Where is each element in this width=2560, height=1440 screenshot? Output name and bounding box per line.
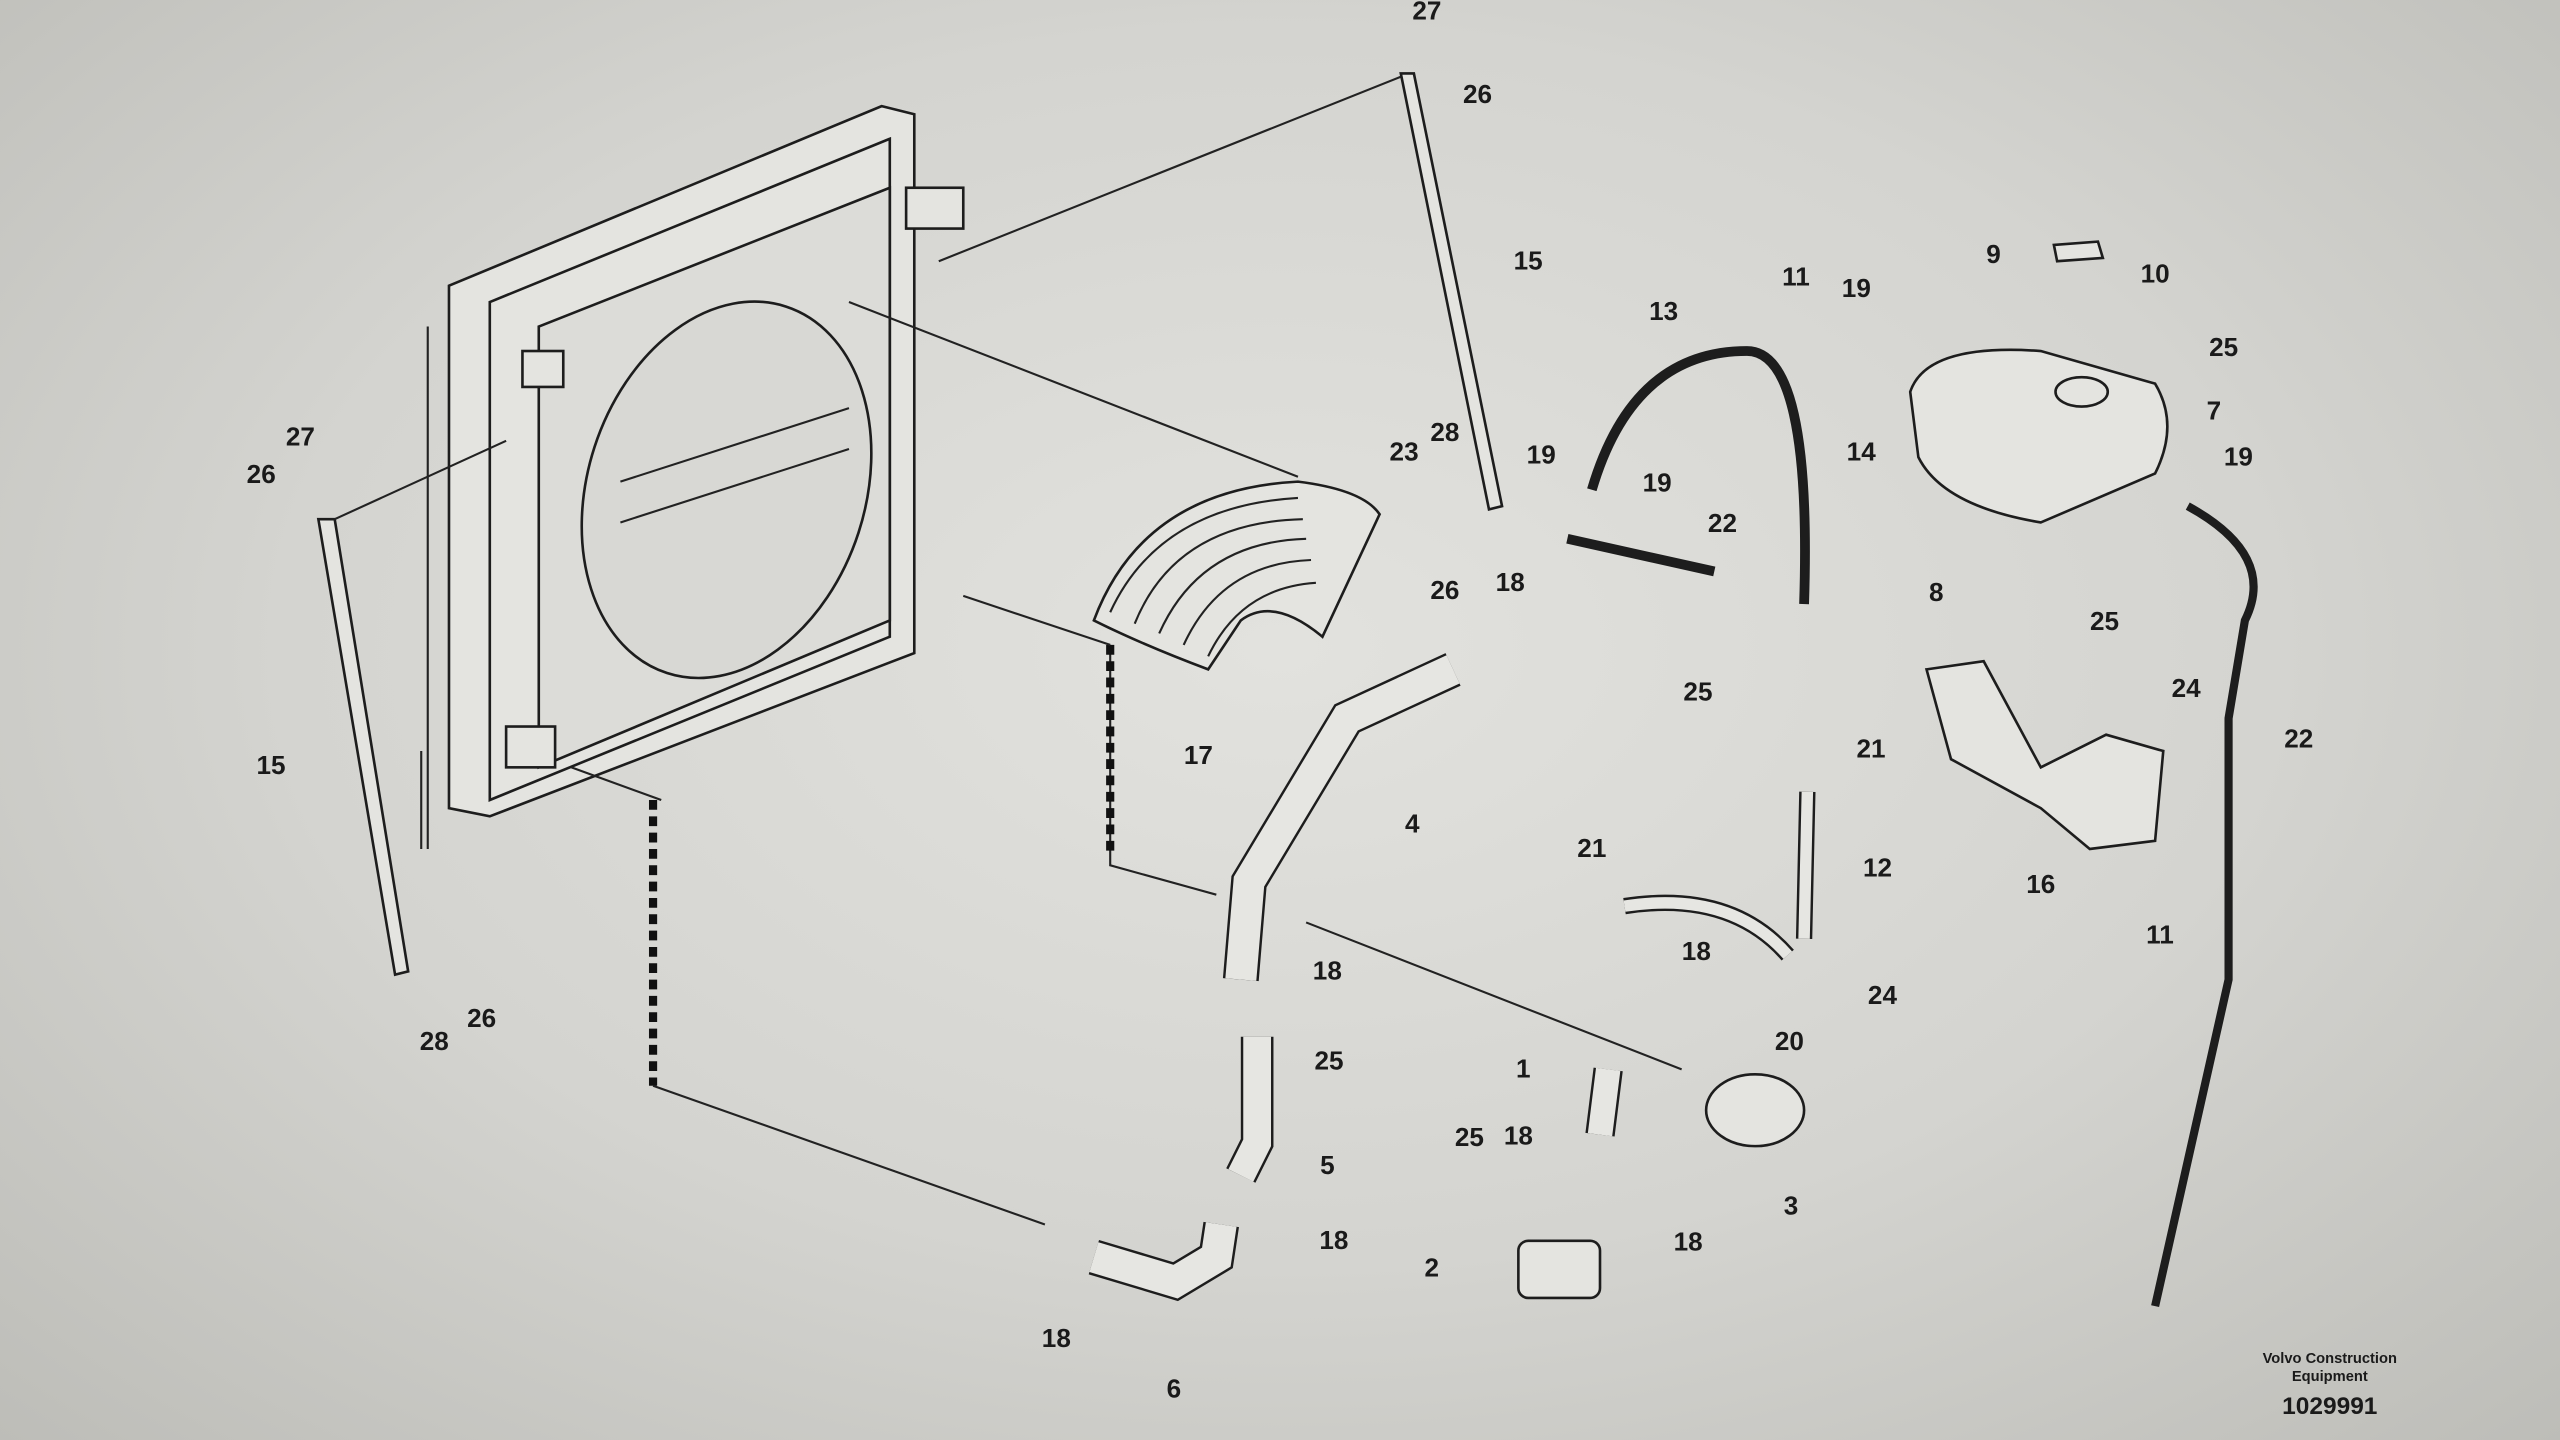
callout-label: 22 — [2284, 724, 2313, 754]
company-name-line1: Volvo Construction — [2263, 1351, 2397, 1367]
callout-label: 18 — [1682, 936, 1711, 966]
callout-label: 18 — [1504, 1120, 1533, 1150]
callout-label: 27 — [1412, 0, 1441, 26]
callout-label: 11 — [1782, 262, 1810, 292]
callout-label: 19 — [2224, 441, 2253, 471]
callout-label: 24 — [2172, 673, 2202, 703]
callout-label: 1 — [1516, 1054, 1531, 1084]
callout-label: 10 — [2141, 258, 2170, 288]
callout-label: 28 — [1430, 417, 1459, 447]
callout-label: 18 — [1674, 1227, 1703, 1257]
callout-label: 12 — [1863, 853, 1892, 883]
callout-label: 11 — [2146, 920, 2174, 950]
callout-label: 7 — [2207, 396, 2222, 426]
stay-rods — [316, 72, 1504, 977]
callout-label: 18 — [1313, 956, 1342, 986]
callout-label: 25 — [2209, 332, 2238, 362]
callout-label: 8 — [1929, 577, 1944, 607]
callout-label: 26 — [1430, 575, 1459, 605]
callout-label: 18 — [1042, 1323, 1071, 1353]
callout-label: 3 — [1784, 1191, 1799, 1221]
callout-label: 16 — [2026, 869, 2055, 899]
callout-label: 26 — [247, 459, 276, 489]
callout-label: 23 — [1390, 436, 1419, 466]
callout-label: 28 — [420, 1026, 449, 1056]
callout-label: 4 — [1405, 809, 1420, 839]
callout-label: 26 — [1463, 79, 1492, 109]
callout-label: 19 — [1527, 440, 1556, 470]
callout-label: 14 — [1847, 436, 1877, 466]
callout-label: 25 — [1455, 1122, 1484, 1152]
callout-label: 13 — [1649, 296, 1678, 326]
callout-label: 24 — [1868, 980, 1898, 1010]
company-name-line2: Equipment — [2292, 1369, 2368, 1385]
callout-label: 18 — [1496, 567, 1525, 597]
callout-label: 15 — [256, 750, 285, 780]
callout-label: 27 — [286, 422, 315, 452]
callout-label: 6 — [1167, 1374, 1182, 1404]
callout-label: 25 — [1314, 1045, 1343, 1075]
title-block: Volvo Construction Equipment 1029991 — [2263, 1351, 2397, 1420]
callout-label: 21 — [1856, 734, 1885, 764]
callout-label: 19 — [1643, 467, 1672, 497]
expansion-tank — [1908, 240, 2169, 851]
callout-label: 20 — [1775, 1026, 1804, 1056]
callout-label: 26 — [467, 1003, 496, 1033]
callout-label: 17 — [1184, 740, 1213, 770]
callout-label: 5 — [1320, 1150, 1335, 1180]
callout-label: 21 — [1577, 833, 1606, 863]
callout-label: 25 — [2090, 606, 2119, 636]
fan-guard — [848, 301, 1382, 671]
callout-label: 25 — [1683, 676, 1712, 706]
radiator-assembly — [420, 104, 965, 849]
callout-label: 15 — [1514, 245, 1543, 275]
callout-label: 19 — [1842, 273, 1871, 303]
callout-label: 18 — [1319, 1225, 1348, 1255]
drawing-number: 1029991 — [2282, 1393, 2377, 1420]
hoses — [571, 346, 2258, 1308]
callout-label: 9 — [1986, 239, 2001, 269]
callout-label: 2 — [1425, 1253, 1440, 1283]
callout-label: 22 — [1708, 508, 1737, 538]
